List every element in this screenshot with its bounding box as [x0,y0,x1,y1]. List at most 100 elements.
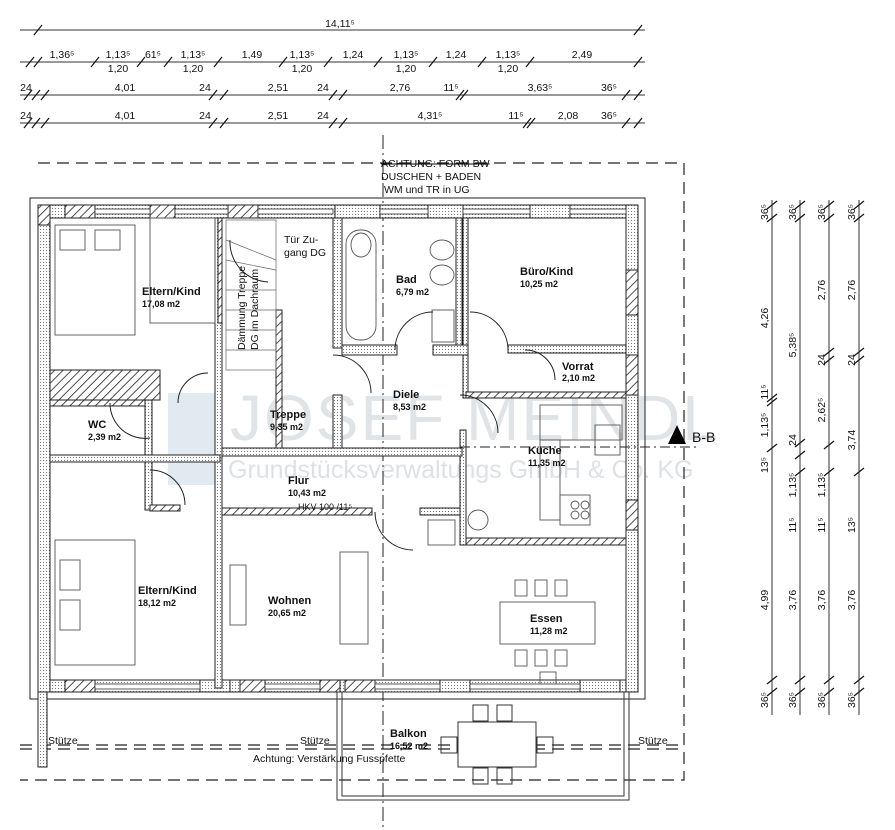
wall [432,344,469,356]
balcony [336,691,630,801]
dimension-label: 1,49 [242,49,263,61]
wall [625,354,639,396]
note-daemmung: DG im Dachraum [249,269,261,350]
dimension-tick [25,56,35,68]
dimension-label: 11⁵ [816,517,828,532]
room-name: Essen [530,613,563,625]
wall [341,344,398,356]
furniture [54,217,623,685]
dimension-label: 36⁵ [601,110,617,122]
note-achtung: ACHTUNG: FORM BW [381,158,490,170]
dimension-tick [219,117,229,129]
wall [439,679,471,693]
dimension-label: 24 [199,82,211,94]
dimension-label: 24 [816,354,828,366]
dimension-tick [794,687,806,697]
dimension-tick [31,89,41,101]
dimension-label: 2,76 [846,280,858,301]
wall [459,429,467,546]
dimension-label: 24 [199,110,211,122]
dimension-label: 1,13⁵ [394,49,419,61]
dimension-tick [40,89,50,101]
dimension-label: 61⁵ [145,49,161,61]
dimension-label: 36⁵ [601,82,617,94]
note-tuer: gang DG [284,247,326,259]
wall [37,204,51,693]
dimension-tick [323,56,333,68]
dimension-label: 4,01 [115,82,136,94]
wall [507,344,627,354]
dimension-tick [23,89,33,101]
dimension-tick [794,200,806,210]
dimension-label: 2,51 [268,110,289,122]
dimension-label: 1,13⁵ [106,49,131,61]
dimension-label: 1,13⁵ [787,473,799,498]
dimension-tick [766,393,778,403]
dimension-tick [90,56,100,68]
dimension-tick [328,117,338,129]
room-name: Eltern/Kind [142,286,201,298]
dimension-tick [853,467,865,477]
dimension-label: 1,24 [446,49,467,61]
dimension-tick [455,89,465,101]
dimension-label: 24 [846,354,858,366]
dimension-tick [853,200,865,210]
dimension-tick [338,89,348,101]
wall [227,204,259,219]
window [462,208,531,215]
wall [465,537,627,546]
dimension-tick [853,675,865,685]
dimension-label: 4,01 [115,110,136,122]
dimension-tick [794,675,806,685]
wall [334,204,381,219]
dimension-tick [621,117,631,129]
section-label: B-B [692,429,715,445]
note-verstaerkung: Achtung: Verstärkung Fusspfette [253,753,405,765]
note-stuetze: Stütze [300,735,330,747]
dimension-label: 36⁵ [759,692,771,708]
wall [319,679,341,693]
dimension-label: 1,13⁵ [496,49,521,61]
dimension-tick [328,89,338,101]
dimension-label: 1,13⁵ [759,413,771,438]
dimension-label: 36⁵ [759,204,771,220]
dimension-label: 11⁵ [443,82,458,94]
dimension-tick [823,213,835,223]
dimension-label: 11⁵ [787,517,799,532]
dimension-tick [766,687,778,697]
wall [239,679,266,693]
wall [149,504,181,512]
wall [149,204,176,219]
room-area: 11,28 m2 [530,626,568,636]
dimension-label: 1,13⁵ [181,49,206,61]
dimension-label: 1,20 [183,63,204,75]
wall [625,269,639,316]
section-arrow-icon [668,425,686,444]
dimension-label: 1,36⁵ [50,49,75,61]
dimension-label: 36⁵ [787,692,799,708]
dimension-label: 1,20 [292,63,313,75]
window [94,683,201,690]
note-tuer: Tür Zu- [284,234,319,246]
dimension-tick [853,355,865,365]
wall [462,217,469,399]
room-area: 10,25 m2 [520,279,558,289]
dimension-label: 2,08 [558,110,579,122]
dimension-label: 2,51 [268,82,289,94]
dimension-tick [621,89,631,101]
dimension-tick [794,450,806,460]
dimension-tick [823,687,835,697]
dimension-tick [794,213,806,223]
room-name: WC [88,419,106,431]
dimension-label: 1,13⁵ [290,49,315,61]
room-name: Vorrat [562,361,594,373]
dimension-label: 11⁵ [759,384,771,399]
room-name: Wohnen [268,595,311,607]
dimension-label: 4,26 [759,308,771,329]
wall [344,679,376,693]
dimension-label: 2,62⁵ [816,398,828,423]
dimension-label: 5,38⁵ [787,333,799,358]
dimension-tick [33,56,43,68]
dimension-tick [219,89,229,101]
room-labels: Eltern/Kind 17,08 m2 Bad 6,79 m2 Büro/Ki… [88,266,595,751]
